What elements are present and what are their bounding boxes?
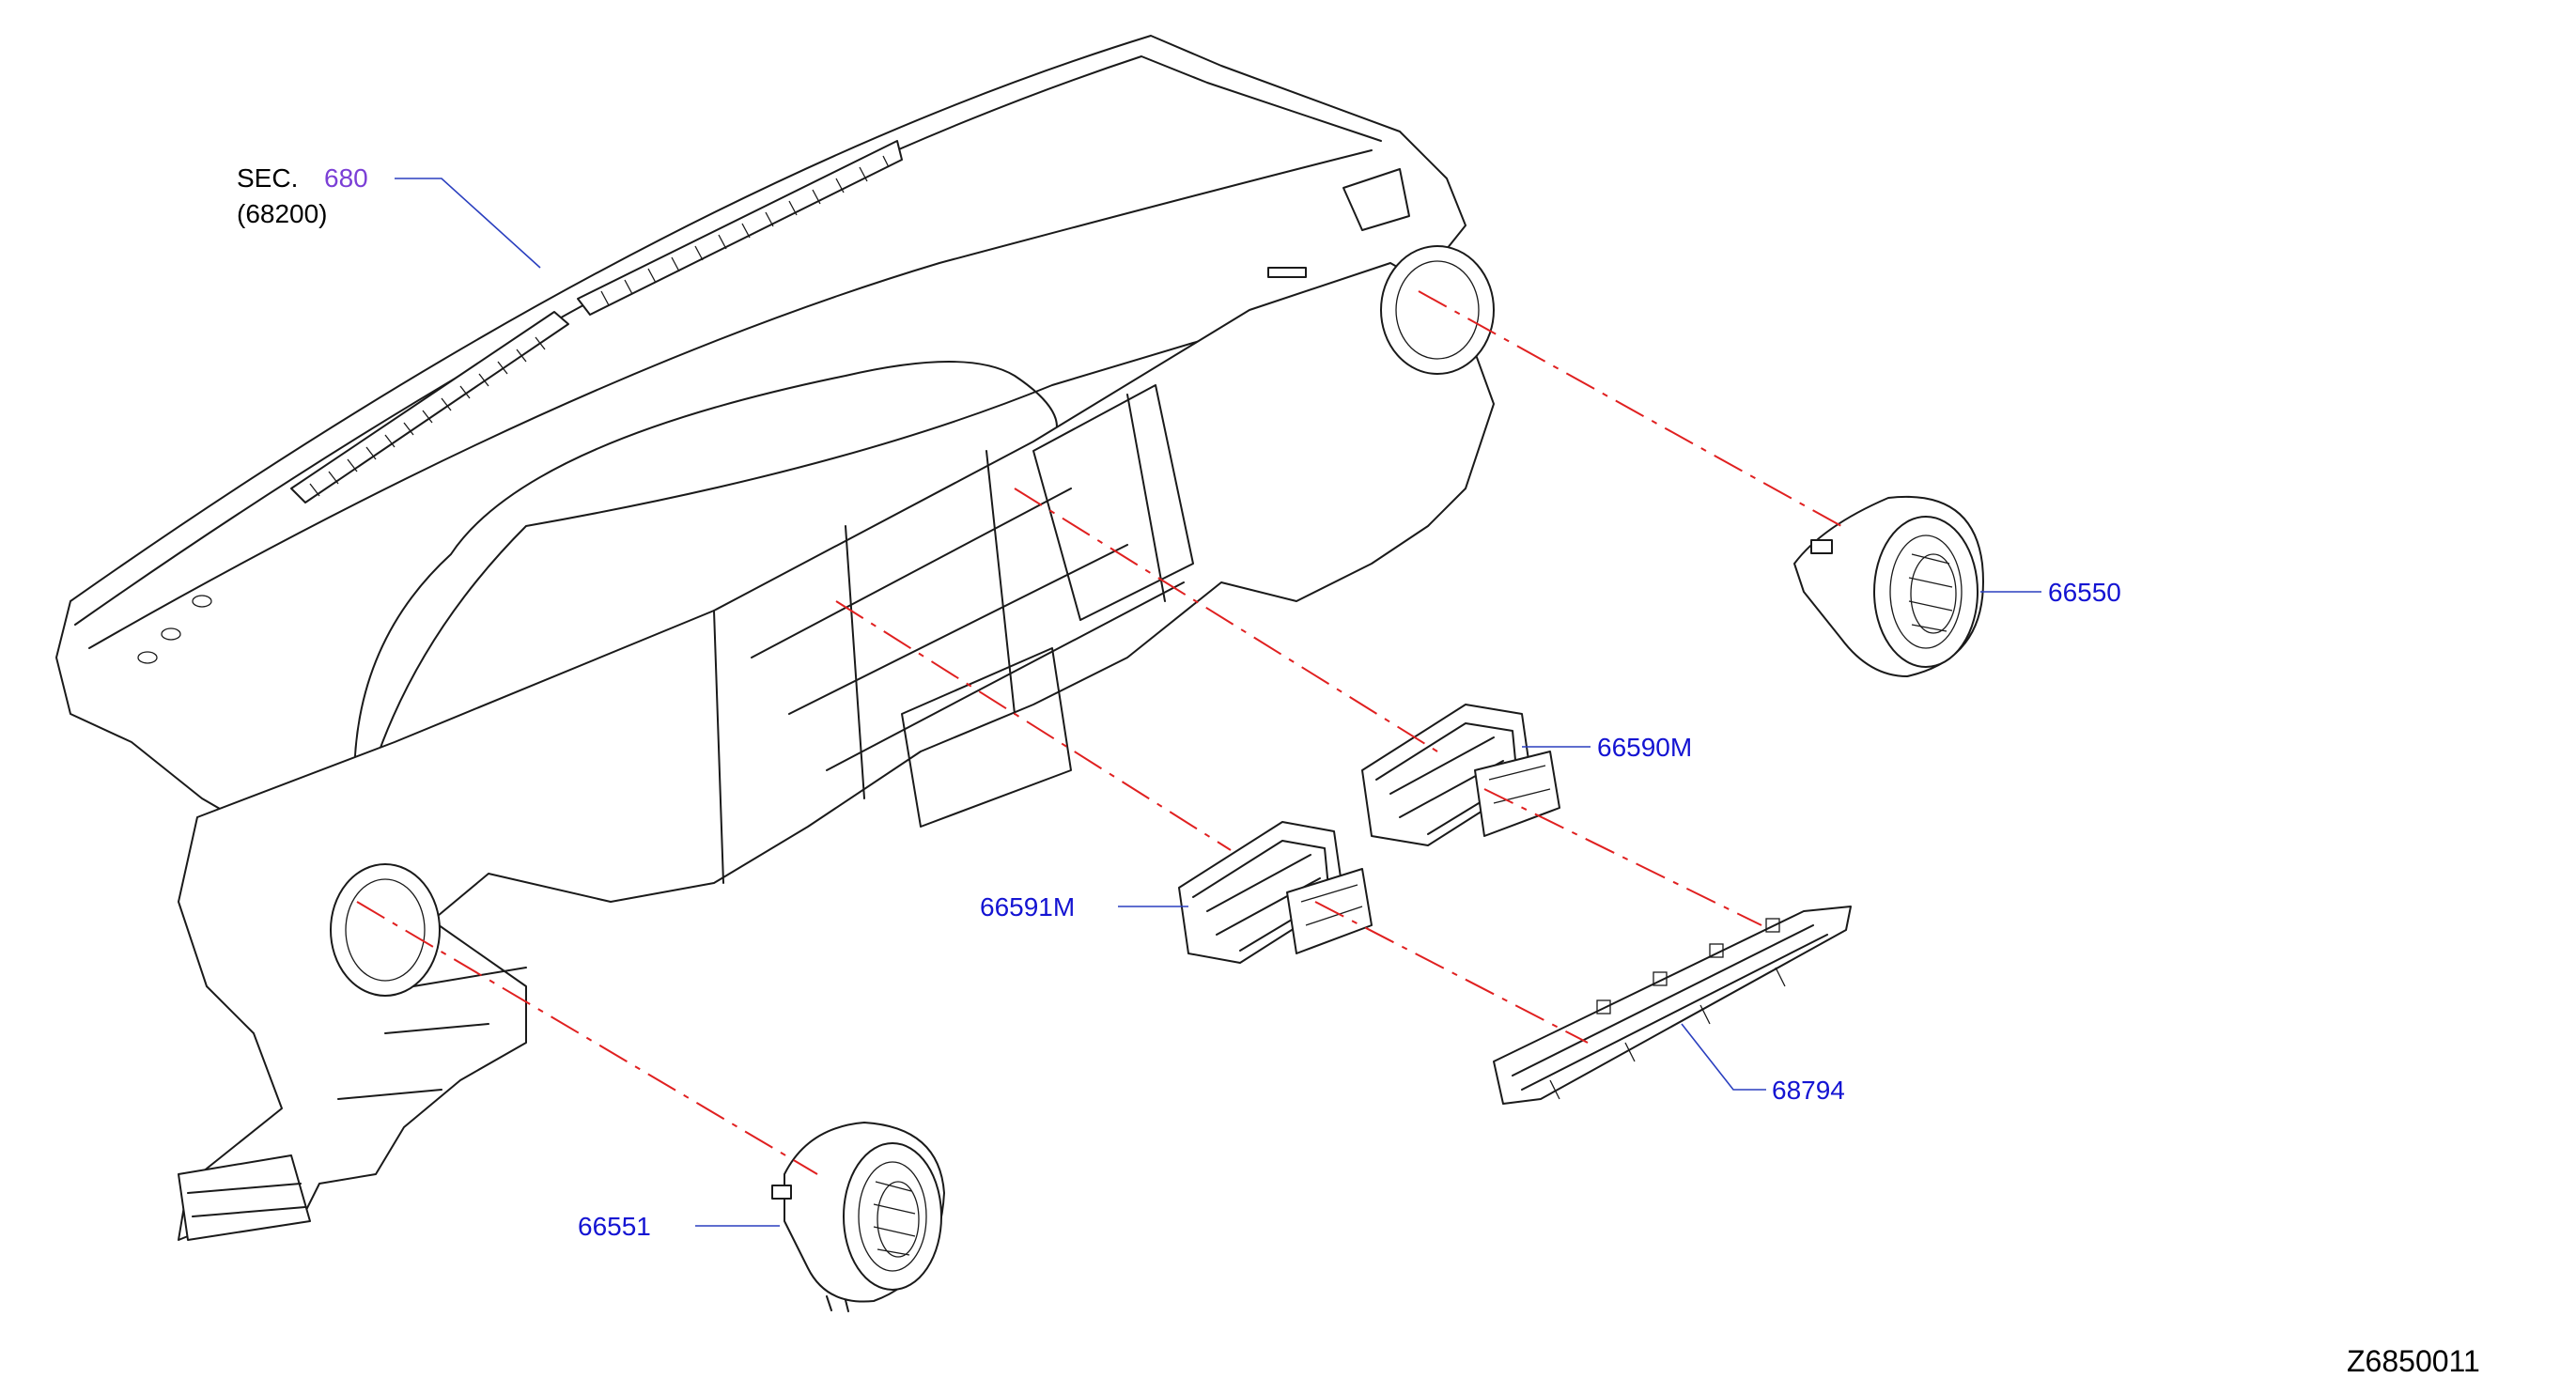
vent-assembly-66590m[interactable] xyxy=(1361,704,1560,846)
vent-assembly-66591m[interactable] xyxy=(1178,821,1373,964)
callout-66590m[interactable]: 66590M xyxy=(1597,733,1693,762)
dashboard-panel[interactable] xyxy=(55,35,1466,851)
leader-lines xyxy=(395,178,2041,1227)
diagram-id: Z6850011 xyxy=(2347,1344,2480,1378)
section-number-link[interactable]: 680 xyxy=(324,163,368,193)
callout-66551[interactable]: 66551 xyxy=(578,1212,651,1241)
callout-66550[interactable]: 66550 xyxy=(2048,578,2121,607)
callout-66591m[interactable]: 66591M xyxy=(980,892,1076,922)
vent-assembly-66551[interactable] xyxy=(771,1122,945,1312)
vent-assembly-66550[interactable] xyxy=(1793,495,1984,677)
callout-68794[interactable]: 68794 xyxy=(1772,1076,1845,1105)
finisher-68794[interactable] xyxy=(1493,906,1852,1105)
assembly-centerlines xyxy=(356,290,1842,1175)
section-subnumber: (68200) xyxy=(237,199,328,228)
section-prefix: SEC. xyxy=(237,163,299,193)
dashboard-frame[interactable] xyxy=(178,245,1495,1241)
